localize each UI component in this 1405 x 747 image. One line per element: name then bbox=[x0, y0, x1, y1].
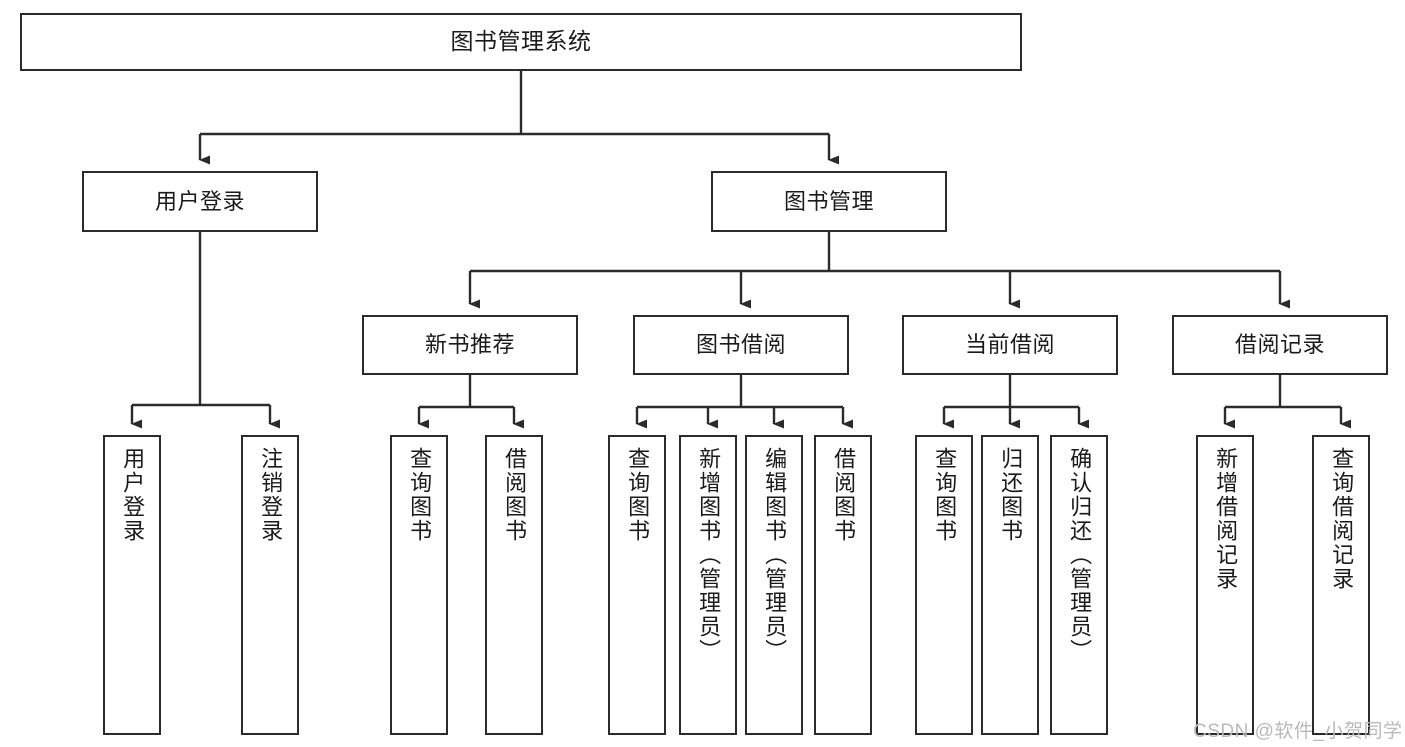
node-label: 注销登录 bbox=[258, 447, 284, 543]
root-node: 图书管理系统 bbox=[20, 13, 1022, 71]
node-label: 图书管理 bbox=[783, 188, 874, 214]
branch-node: 用户登录 bbox=[82, 171, 318, 232]
node-label: 借阅图书 bbox=[502, 447, 528, 543]
node-label: 借阅图书 bbox=[831, 447, 857, 543]
leaf-node: 借阅图书 bbox=[485, 435, 543, 735]
node-label: 查询图书 bbox=[407, 447, 433, 543]
node-label: 当前借阅 bbox=[964, 332, 1055, 358]
leaf-node: 查询图书 bbox=[608, 435, 666, 735]
branch-node: 图书管理 bbox=[711, 171, 947, 232]
leaf-node: 新增图书（管理员） bbox=[679, 435, 737, 735]
node-label: 新书推荐 bbox=[424, 332, 515, 358]
node-label: 图书借阅 bbox=[695, 332, 786, 358]
node-label: 用户登录 bbox=[154, 188, 245, 214]
node-label: 新增图书（管理员） bbox=[696, 447, 722, 663]
leaf-node: 借阅图书 bbox=[814, 435, 872, 735]
node-label: 借阅记录 bbox=[1234, 332, 1325, 358]
node-label: 编辑图书（管理员） bbox=[762, 447, 788, 663]
csdn-watermark: CSDN @软件_小贺同学 bbox=[1193, 721, 1403, 742]
leaf-node: 查询图书 bbox=[915, 435, 973, 735]
module-node: 新书推荐 bbox=[362, 315, 578, 375]
node-label: 归还图书 bbox=[998, 447, 1024, 543]
leaf-node: 归还图书 bbox=[981, 435, 1039, 735]
node-label: 图书管理系统 bbox=[450, 28, 592, 55]
module-node: 当前借阅 bbox=[902, 315, 1118, 375]
node-label: 新增借阅记录 bbox=[1213, 447, 1239, 591]
node-label: 查询借阅记录 bbox=[1329, 447, 1355, 591]
leaf-node: 注销登录 bbox=[241, 435, 299, 735]
node-label: 查询图书 bbox=[932, 447, 958, 543]
module-node: 图书借阅 bbox=[633, 315, 849, 375]
leaf-node: 查询借阅记录 bbox=[1312, 435, 1370, 735]
module-node: 借阅记录 bbox=[1172, 315, 1388, 375]
leaf-node: 编辑图书（管理员） bbox=[745, 435, 803, 735]
leaf-node: 用户登录 bbox=[103, 435, 161, 735]
node-label: 用户登录 bbox=[120, 447, 146, 543]
leaf-node: 新增借阅记录 bbox=[1196, 435, 1254, 735]
node-label: 确认归还（管理员） bbox=[1067, 447, 1093, 663]
node-label: 查询图书 bbox=[625, 447, 651, 543]
leaf-node: 查询图书 bbox=[390, 435, 448, 735]
leaf-node: 确认归还（管理员） bbox=[1050, 435, 1108, 735]
